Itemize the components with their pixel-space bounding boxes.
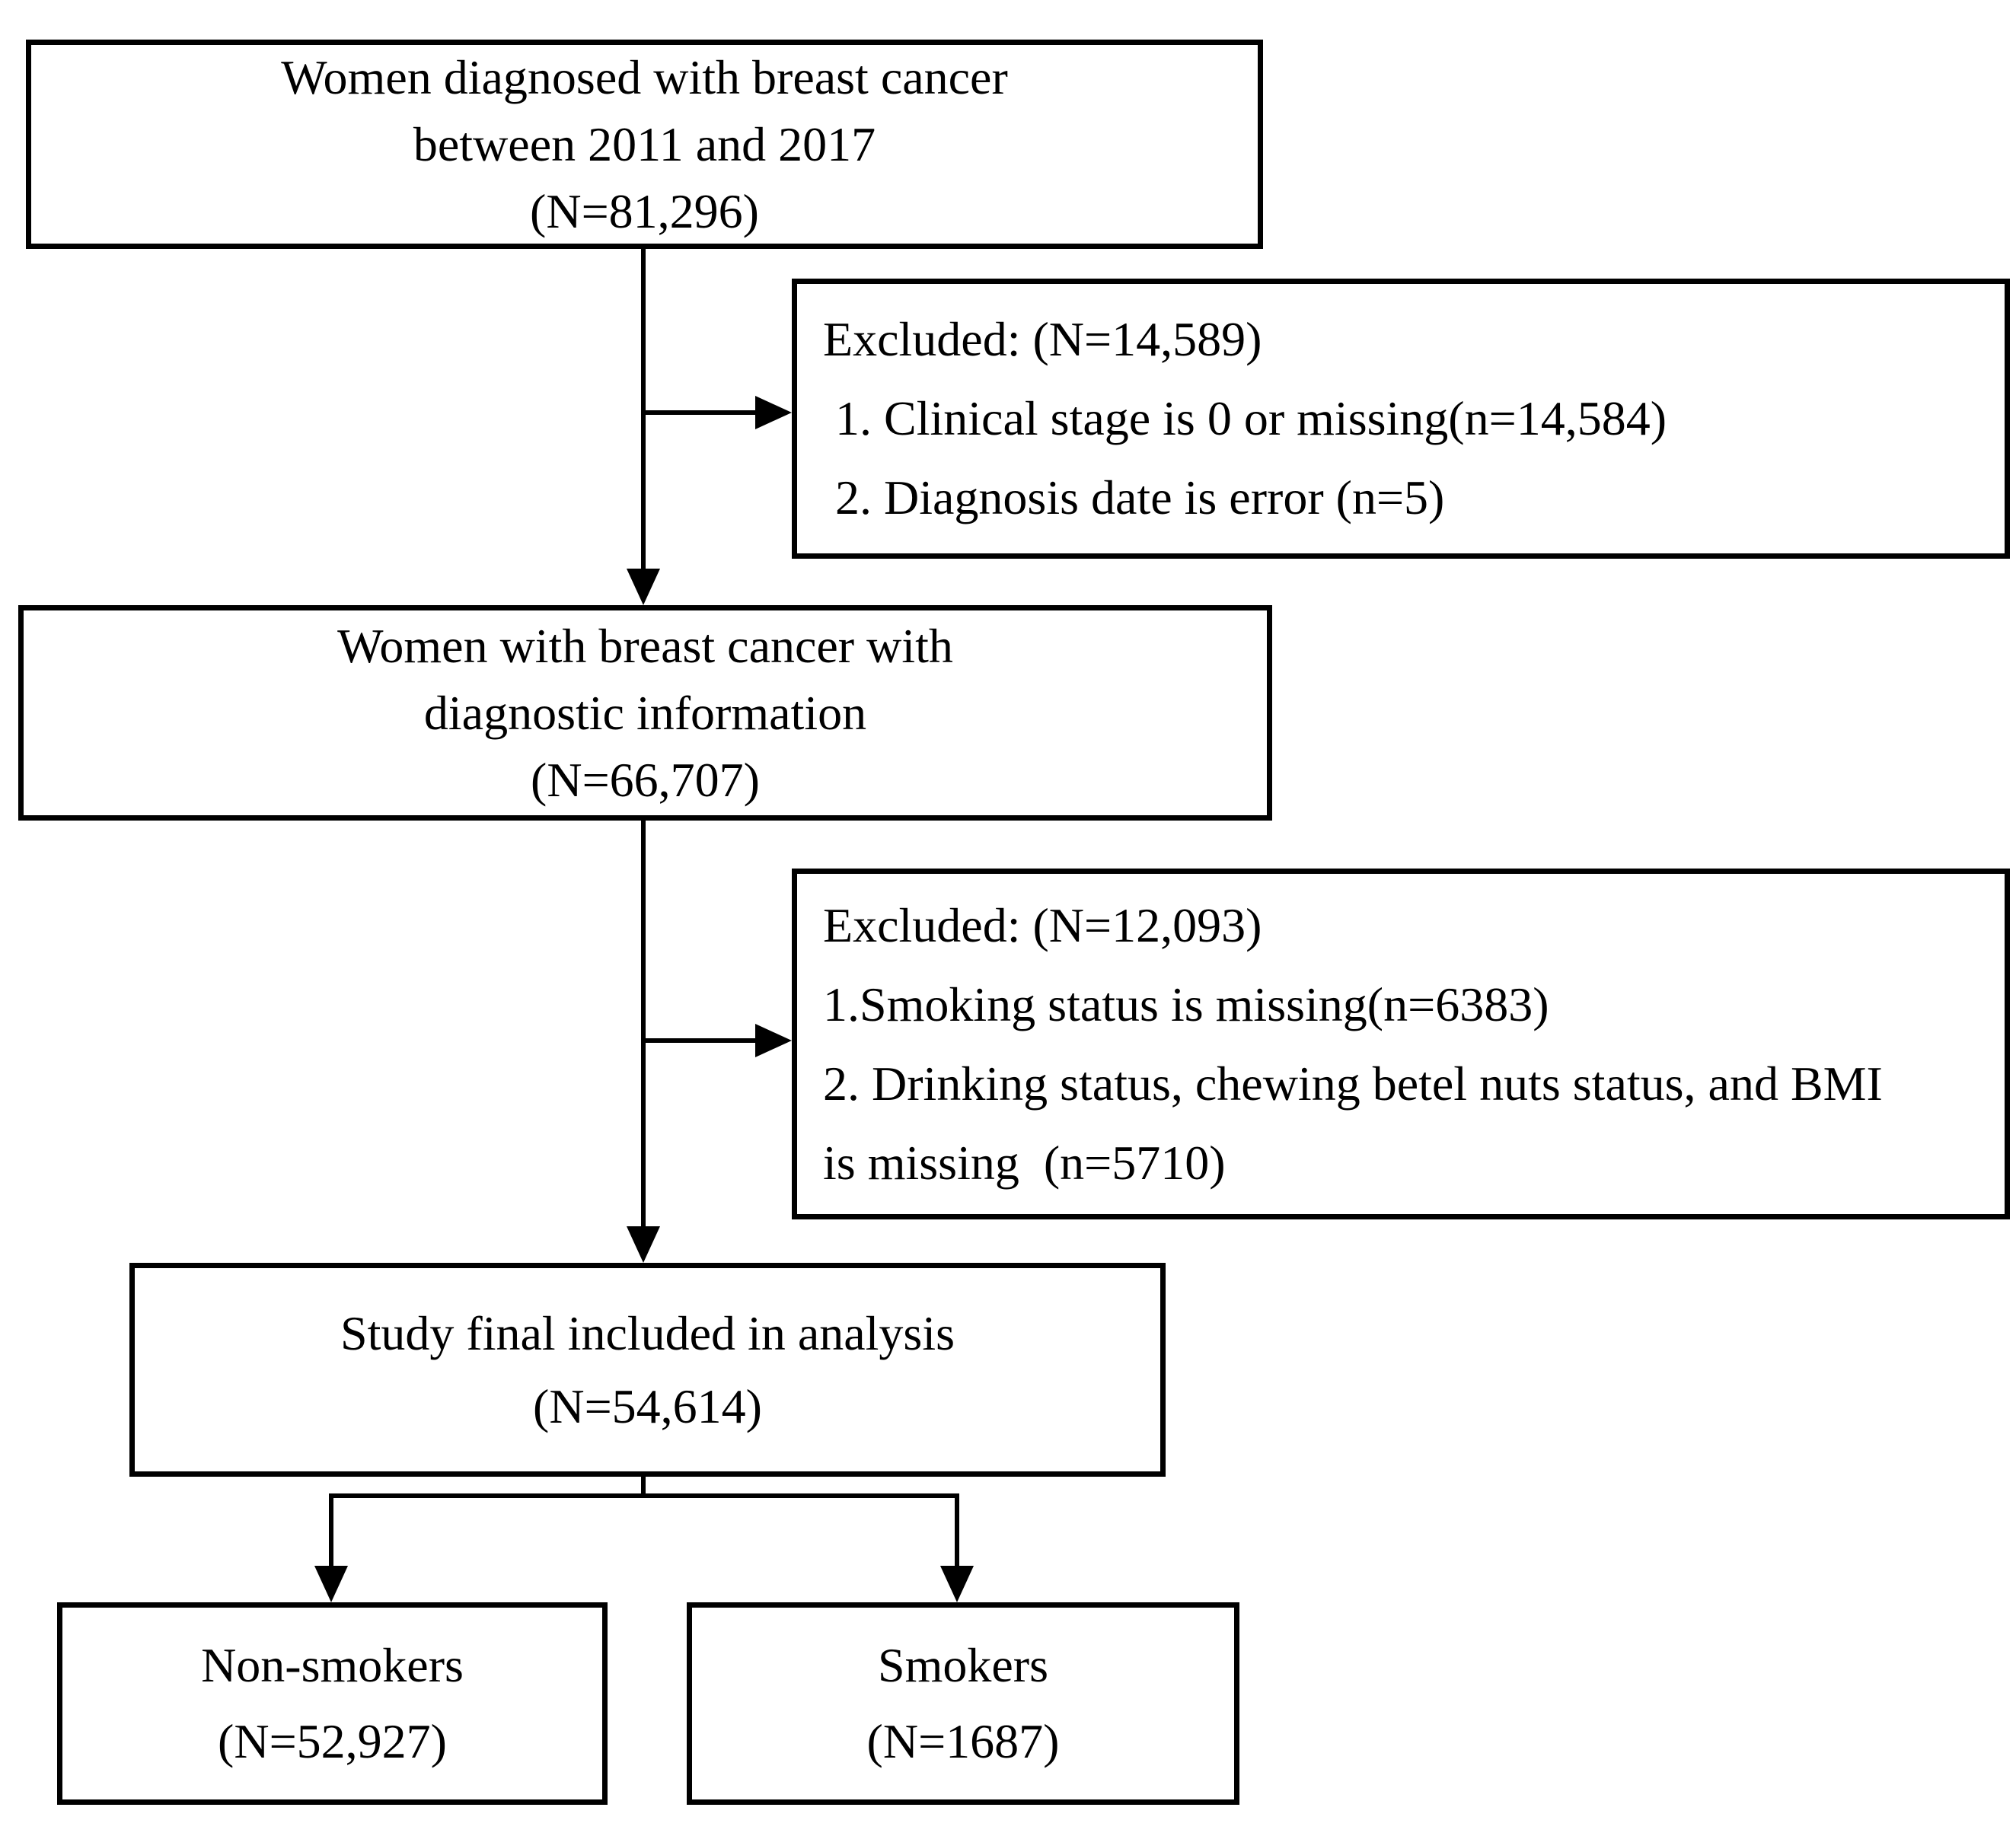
final-count: (N=54,614) bbox=[533, 1379, 762, 1433]
excluded2-item-1: 1.Smoking status is missing(n=6383) bbox=[823, 977, 1549, 1031]
box-excluded-1: Excluded: (N=14,589) 1. Clinical stage i… bbox=[792, 279, 2010, 559]
arrowhead-down-final bbox=[627, 1226, 660, 1263]
connector-diagnostic-to-final bbox=[641, 821, 646, 1226]
diagnostic-line-1: Women with breast cancer with bbox=[337, 618, 953, 673]
box-final-analysis: Study final included in analysis (N=54,6… bbox=[129, 1263, 1166, 1477]
connector-branch-excluded-1 bbox=[643, 410, 755, 415]
smokers-count: (N=1687) bbox=[866, 1714, 1060, 1768]
connector-branch-excluded-2 bbox=[643, 1038, 755, 1043]
arrowhead-right-excluded-1 bbox=[755, 396, 792, 429]
excluded1-item-1: 1. Clinical stage is 0 or missing(n=14,5… bbox=[823, 391, 1667, 445]
box-smokers: Smokers (N=1687) bbox=[687, 1602, 1239, 1805]
nonsmokers-count: (N=52,927) bbox=[218, 1714, 447, 1768]
excluded1-item-2: 2. Diagnosis date is error (n=5) bbox=[823, 470, 1445, 524]
excluded2-item-2-cont: is missing (n=5710) bbox=[823, 1135, 1226, 1190]
connector-split-horizontal bbox=[329, 1493, 959, 1498]
arrowhead-down-diagnostic bbox=[627, 569, 660, 605]
arrowhead-down-smokers bbox=[940, 1566, 974, 1602]
connector-final-to-split bbox=[641, 1477, 646, 1498]
arrowhead-down-nonsmokers bbox=[314, 1566, 348, 1602]
excluded2-header: Excluded: (N=12,093) bbox=[823, 897, 1262, 952]
population-line-1: Women diagnosed with breast cancer bbox=[281, 49, 1008, 104]
diagnostic-count: (N=66,707) bbox=[531, 752, 760, 807]
connector-split-to-nonsmokers bbox=[329, 1493, 333, 1566]
connector-split-to-smokers bbox=[955, 1493, 959, 1566]
excluded1-header: Excluded: (N=14,589) bbox=[823, 312, 1262, 366]
smokers-label: Smokers bbox=[878, 1638, 1048, 1692]
diagnostic-line-2: diagnostic information bbox=[423, 685, 867, 740]
box-excluded-2: Excluded: (N=12,093) 1.Smoking status is… bbox=[792, 869, 2010, 1219]
box-diagnostic: Women with breast cancer with diagnostic… bbox=[18, 605, 1272, 821]
box-population: Women diagnosed with breast cancer betwe… bbox=[26, 40, 1263, 249]
nonsmokers-label: Non-smokers bbox=[201, 1638, 464, 1692]
box-nonsmokers: Non-smokers (N=52,927) bbox=[57, 1602, 608, 1805]
final-line-1: Study final included in analysis bbox=[340, 1305, 955, 1360]
population-line-2: between 2011 and 2017 bbox=[413, 116, 876, 171]
excluded2-item-2: 2. Drinking status, chewing betel nuts s… bbox=[823, 1056, 1883, 1111]
arrowhead-right-excluded-2 bbox=[755, 1024, 792, 1057]
population-count: (N=81,296) bbox=[530, 183, 759, 238]
